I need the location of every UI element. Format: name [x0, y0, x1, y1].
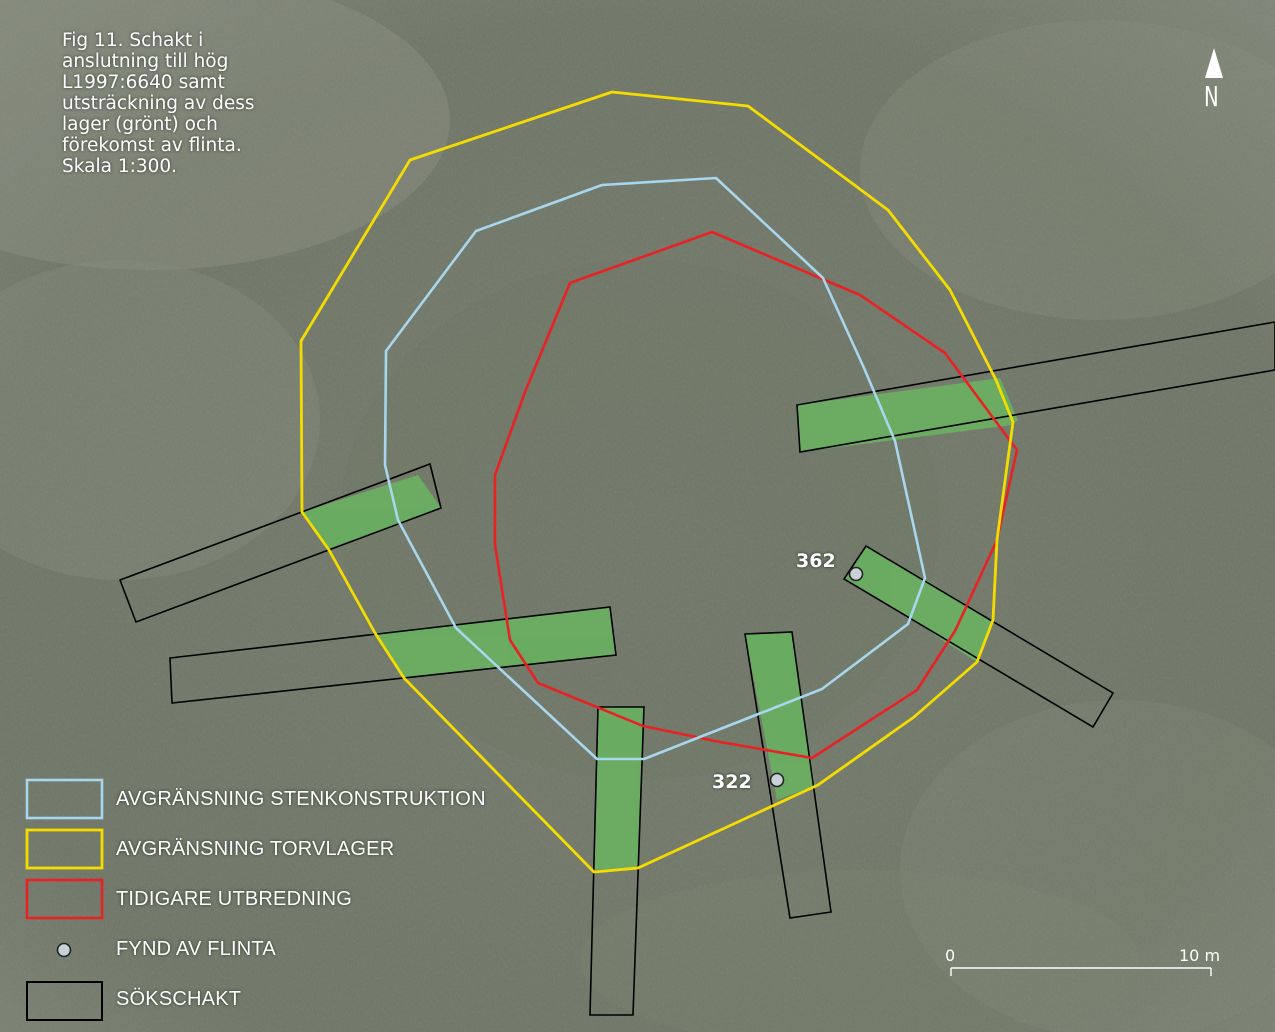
- trench-ne: [796, 321, 1275, 453]
- trench-sw: [169, 606, 617, 704]
- legend-symbol-flinta: [56, 942, 72, 958]
- legend-label-sokschakt: SÖKSCHAKT: [116, 988, 242, 1010]
- green-layer-trench-sw: [375, 607, 616, 678]
- caption-line: L1997:6640 samt: [62, 72, 225, 93]
- legend-symbol-tidigare-utbredning: [25, 878, 104, 920]
- find-marker-322: [769, 772, 785, 788]
- scale-label-start: 0: [945, 946, 956, 965]
- caption-line: utsträckning av dess: [62, 93, 255, 114]
- legend-label-tidigare-utbredning: TIDIGARE UTBREDNING: [116, 888, 353, 910]
- scale-bar: [950, 967, 1212, 976]
- trench-s: [589, 706, 645, 1016]
- legend-label-flinta: FYND AV FLINTA: [116, 938, 276, 960]
- north-label: N: [1204, 80, 1219, 113]
- caption-line: Fig 11. Schakt i: [62, 30, 204, 51]
- boundary-tidigare-utbredning: [493, 230, 1019, 760]
- trench-se1: [744, 631, 832, 919]
- figure-caption: Fig 11. Schakt i anslutning till hög L19…: [62, 30, 292, 177]
- caption-line: förekomst av flinta.: [62, 135, 242, 156]
- caption-line: lager (grönt) och: [62, 114, 218, 135]
- find-label-362: 362: [796, 550, 836, 572]
- boundary-torvlager: [299, 90, 1015, 874]
- trench-w: [118, 462, 442, 624]
- trench-se2: [842, 544, 1115, 729]
- legend-symbol-torvlager: [25, 828, 104, 870]
- caption-line: anslutning till hög: [62, 51, 229, 72]
- north-arrow-icon: [1205, 48, 1223, 78]
- legend-label-stenkonstruktion: AVGRÄNSNING STENKONSTRUKTION: [116, 788, 486, 810]
- find-label-322: 322: [712, 771, 752, 793]
- boundary-stenkonstruktion: [383, 176, 927, 761]
- trench-outlines: [118, 321, 1275, 1016]
- legend-symbol-sokschakt: [26, 981, 103, 1021]
- green-layer-trench-s: [594, 707, 644, 870]
- find-marker-362: [848, 566, 864, 582]
- scale-label-end: 10 m: [1179, 946, 1221, 965]
- legend-label-torvlager: AVGRÄNSNING TORVLAGER: [116, 838, 395, 860]
- caption-line: Skala 1:300.: [62, 156, 178, 177]
- green-layer-trench-w: [302, 475, 441, 549]
- legend-symbol-stenkonstruktion: [25, 778, 104, 820]
- green-layer-trench-ne: [797, 378, 1018, 452]
